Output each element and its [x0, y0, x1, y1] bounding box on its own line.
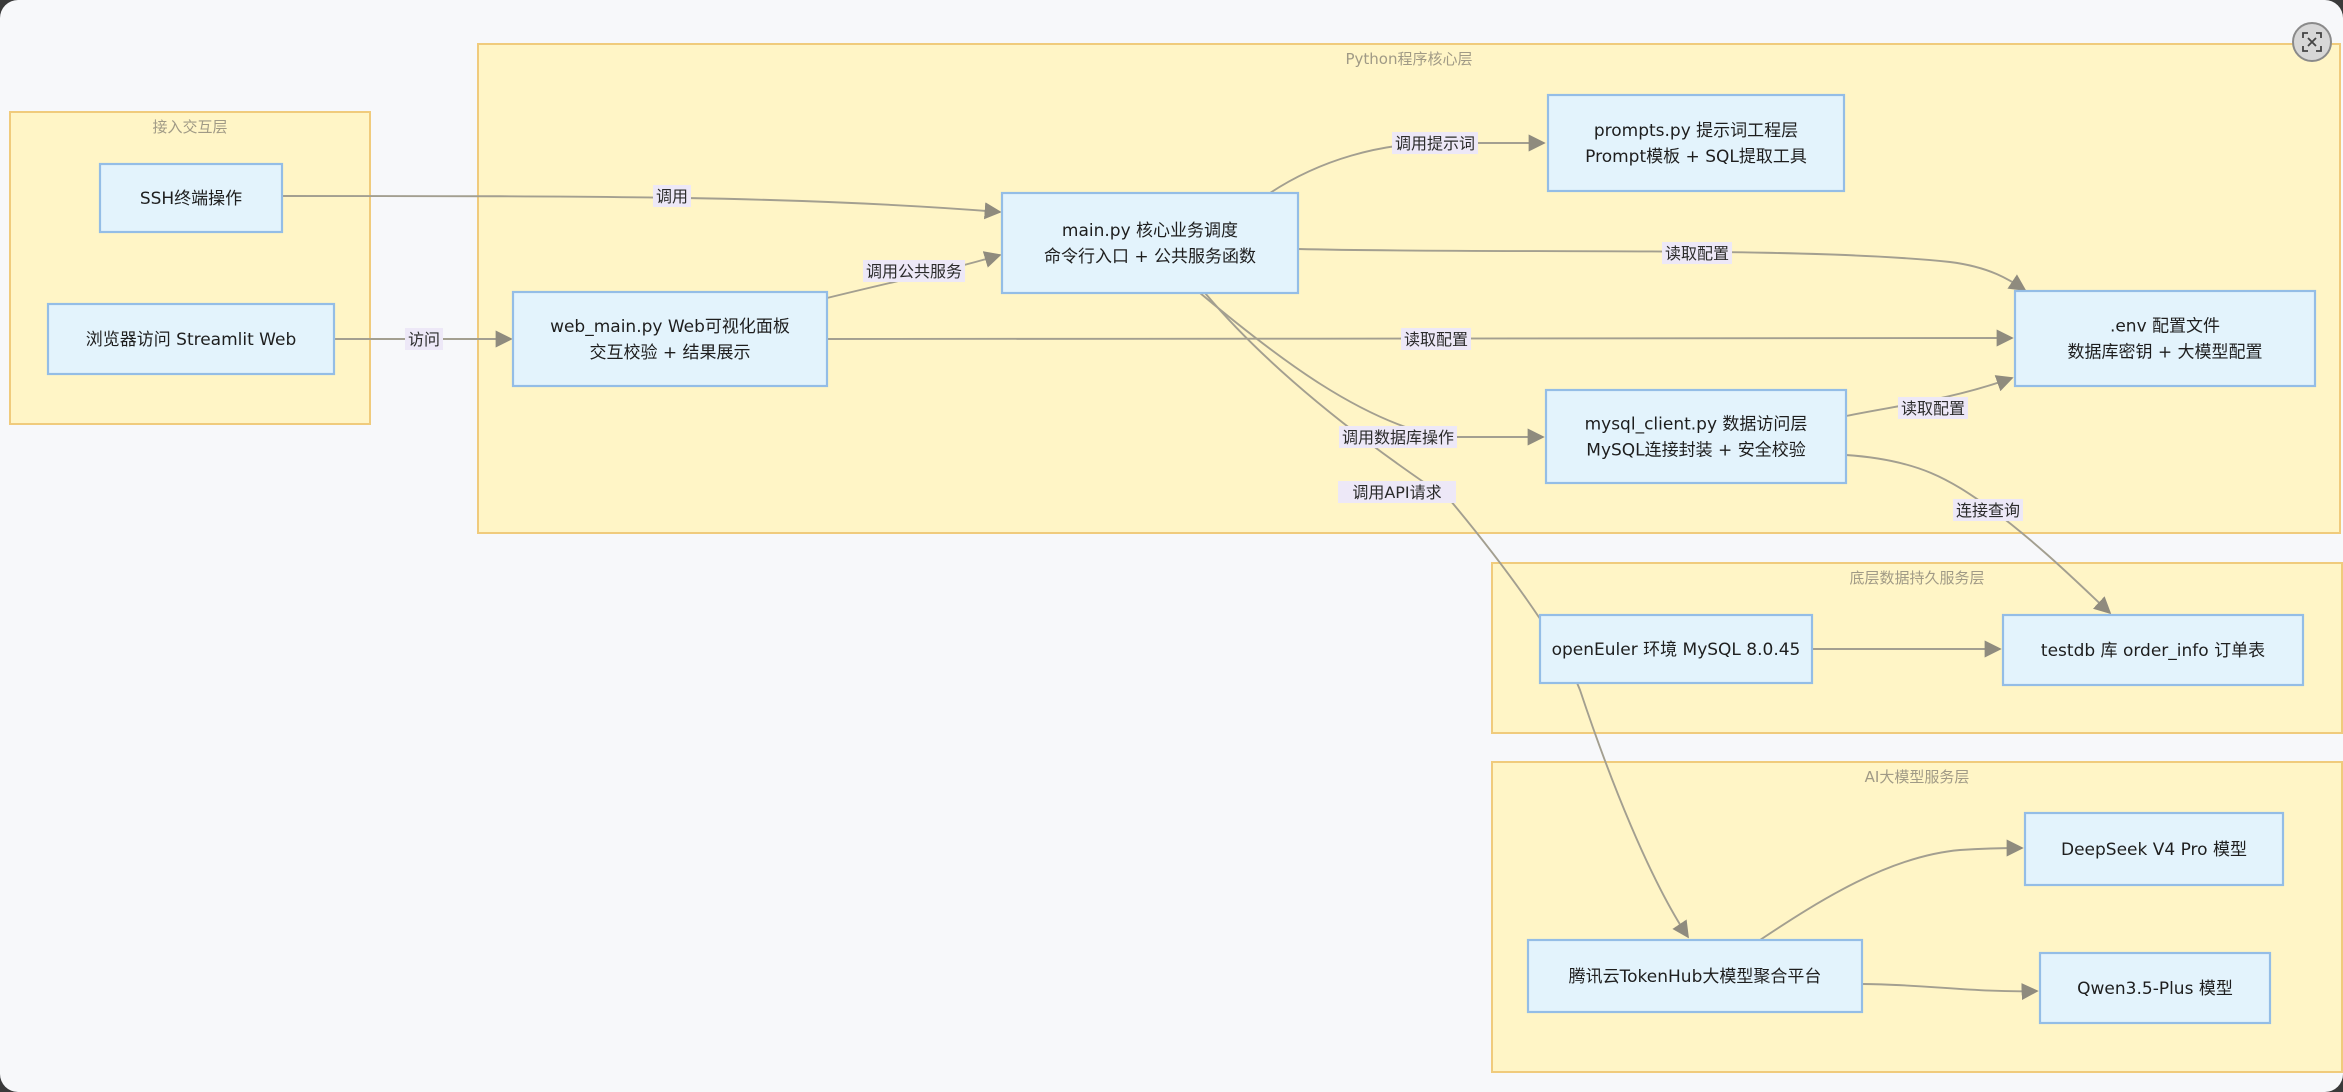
edge-label-text: 调用数据库操作 — [1342, 428, 1454, 447]
cluster-box — [9, 111, 371, 425]
node-box — [511, 290, 829, 388]
edge-label-e_mysql_env: 读取配置 — [1898, 397, 1968, 419]
edge-label-text: 读取配置 — [1901, 399, 1965, 418]
edge-label-background — [1339, 426, 1457, 448]
node-label-line: 命令行入口 + 公共服务函数 — [1044, 247, 1256, 267]
node-label-line: mysql_client.py 数据访问层 — [1585, 415, 1808, 435]
node-label-line: prompts.py 提示词工程层 — [1594, 121, 1798, 141]
edge-label-e_main_prompts: 调用提示词 — [1392, 132, 1478, 154]
edge-label-background — [1338, 481, 1456, 503]
node-label-line: SSH终端操作 — [140, 189, 242, 209]
node-openeuler[interactable]: openEuler 环境 MySQL 8.0.45 — [1538, 613, 1814, 685]
edge-e_tokenhub_qwen — [1861, 982, 2039, 1001]
edge-label-background — [863, 260, 965, 282]
node-box — [2013, 289, 2317, 388]
edge-label-background — [1953, 499, 2023, 521]
node-label-line: openEuler 环境 MySQL 8.0.45 — [1552, 640, 1801, 660]
edge-label-e_main_env: 读取配置 — [1662, 242, 1732, 264]
cluster-box — [1491, 761, 2343, 1073]
cluster-title: Python程序核心层 — [1346, 50, 1473, 68]
node-mysqlclient[interactable]: mysql_client.py 数据访问层 MySQL连接封装 + 安全校验 — [1544, 388, 1848, 485]
cluster-box — [477, 43, 2341, 534]
edge-label-text: 调用公共服务 — [866, 262, 962, 281]
edge-e_tokenhub_deepseek — [1759, 839, 2024, 941]
edge-e_main_env — [1297, 248, 2027, 291]
edge-label-e_main_tokenhub: 调用API请求 — [1338, 481, 1456, 503]
edge-label-e_main_mysql: 调用数据库操作 — [1339, 426, 1457, 448]
edge-label-background — [1898, 397, 1968, 419]
node-box — [1538, 613, 1814, 685]
edge-label-text: 调用提示词 — [1395, 134, 1475, 153]
node-label-line: Qwen3.5-Plus 模型 — [2077, 979, 2233, 999]
cluster-title: AI大模型服务层 — [1865, 768, 1970, 786]
node-box — [1544, 388, 1848, 485]
node-label-line: 数据库密钥 + 大模型配置 — [2067, 343, 2262, 363]
node-label-line: MySQL连接封装 + 安全校验 — [1586, 441, 1805, 461]
edge-label-background — [1662, 242, 1732, 264]
node-label-line: DeepSeek V4 Pro 模型 — [2061, 840, 2247, 860]
node-label-line: main.py 核心业务调度 — [1062, 221, 1238, 241]
edge-label-background — [1392, 132, 1478, 154]
edge-label-text: 访问 — [408, 330, 440, 349]
focus-icon — [2302, 32, 2322, 52]
edge-label-text: 连接查询 — [1956, 501, 2020, 520]
node-deepseek[interactable]: DeepSeek V4 Pro 模型 — [2023, 811, 2285, 887]
edge-label-text: 调用 — [656, 187, 688, 206]
node-testdb[interactable]: testdb 库 order_info 订单表 — [2001, 613, 2305, 687]
node-box — [2023, 811, 2285, 887]
node-box — [2001, 613, 2305, 687]
cluster-access: 接入交互层 — [9, 111, 371, 425]
node-label-line: web_main.py Web可视化面板 — [550, 317, 790, 337]
cluster-title: 底层数据持久服务层 — [1849, 569, 1984, 587]
edge-label-text: 读取配置 — [1404, 330, 1468, 349]
edge-label-e_web_env: 读取配置 — [1401, 328, 1471, 350]
node-ssh[interactable]: SSH终端操作 — [98, 162, 284, 234]
node-prompts[interactable]: prompts.py 提示词工程层 Prompt模板 + SQL提取工具 — [1546, 93, 1846, 193]
node-qwen[interactable]: Qwen3.5-Plus 模型 — [2038, 951, 2272, 1025]
node-label-line: .env 配置文件 — [2110, 317, 2220, 337]
node-label-line: testdb 库 order_info 订单表 — [2041, 641, 2265, 661]
node-box — [46, 302, 336, 376]
edge-label-text: 调用API请求 — [1352, 483, 1441, 502]
edge-label-background — [1401, 328, 1471, 350]
edge-label-background — [405, 328, 443, 350]
node-box — [2038, 951, 2272, 1025]
edge-label-e_mysql_testdb: 连接查询 — [1953, 499, 2023, 521]
cluster-ai: AI大模型服务层 — [1491, 761, 2343, 1073]
node-label-line: 腾讯云TokenHub大模型聚合平台 — [1569, 967, 1822, 987]
node-label-line: 交互校验 + 结果展示 — [589, 343, 750, 363]
node-tokenhub[interactable]: 腾讯云TokenHub大模型聚合平台 — [1526, 938, 1864, 1014]
node-browser[interactable]: 浏览器访问 Streamlit Web — [46, 302, 336, 376]
edge-label-background — [653, 185, 691, 207]
node-label-line: 浏览器访问 Streamlit Web — [86, 330, 297, 350]
cluster-title: 接入交互层 — [152, 118, 227, 136]
node-box — [1000, 191, 1300, 295]
node-label-line: Prompt模板 + SQL提取工具 — [1585, 147, 1807, 167]
node-box — [1526, 938, 1864, 1014]
edge-e_main_tokenhub — [1204, 292, 1689, 939]
cluster-python: Python程序核心层 — [477, 43, 2341, 534]
node-box — [1546, 93, 1846, 193]
edge-label-e_web_main: 调用公共服务 — [863, 260, 965, 282]
edge-label-e_browser_web: 访问 — [405, 328, 443, 350]
node-box — [98, 162, 284, 234]
edge-label-text: 读取配置 — [1665, 244, 1729, 263]
focus-button[interactable] — [2292, 22, 2332, 62]
edge-label-e_ssh_main: 调用 — [653, 185, 691, 207]
